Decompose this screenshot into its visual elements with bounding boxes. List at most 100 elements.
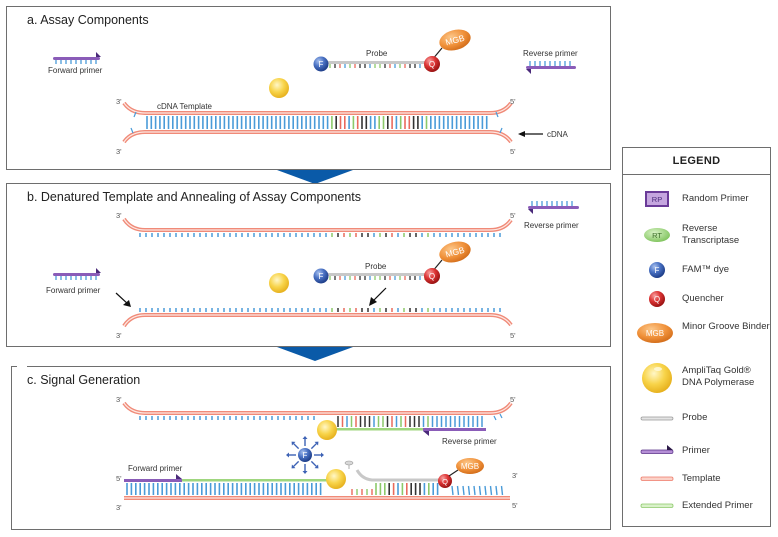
fluorescence-rays <box>286 436 324 474</box>
reverse-primer: Reverse primer <box>524 201 579 230</box>
quencher-icon <box>424 56 440 72</box>
polymerase-icon <box>317 420 337 440</box>
panel-b-diagram: 3' 5' Reverse primer Forward primer Prob… <box>46 201 579 340</box>
mgb-label: MGB <box>444 245 466 260</box>
base-tick <box>489 485 493 496</box>
panel-signal-generation: c. Signal Generation <box>11 366 611 530</box>
base-tick <box>473 485 476 496</box>
template-bases <box>139 233 501 237</box>
probe: Probe MGB F Q <box>313 29 471 72</box>
legend-label: Template <box>682 473 721 484</box>
random-primer-icon: RP <box>645 191 669 207</box>
ray-arrowhead <box>302 436 308 439</box>
mgb-icon <box>439 241 471 263</box>
end-label-3prime: 3' <box>116 211 122 220</box>
template-top-strand: 3' 5' <box>116 395 516 427</box>
flow-arrow-a-to-b <box>277 170 353 184</box>
legend-title: LEGEND <box>623 148 770 175</box>
forward-primer: Forward primer <box>48 52 103 75</box>
template-icon <box>640 476 674 481</box>
probe-fragment <box>344 460 354 466</box>
template-top-single-strand: 3' 5' <box>116 211 516 237</box>
end-label-3prime: 3' <box>116 503 122 512</box>
panel-c-diagram: 3' 5' Reverse primer F Forward primer 5'… <box>116 395 518 512</box>
base-tick <box>499 127 503 134</box>
ray-arrowhead <box>314 441 319 446</box>
base-tick <box>484 485 487 496</box>
base-tick <box>462 485 465 496</box>
probe-pointer-line <box>371 287 387 303</box>
base-tick <box>310 443 317 450</box>
ray-arrowhead <box>291 464 296 469</box>
end-label-5prime-bottom: 5' <box>510 147 516 156</box>
end-label-3prime: 3' <box>116 395 122 404</box>
cdna-pointer: cDNA <box>518 130 569 139</box>
fam-dye-icon <box>313 268 329 284</box>
polymerase-icon <box>269 273 289 293</box>
end-label-5prime-right: 5' <box>512 501 518 510</box>
base-tick <box>495 111 499 118</box>
reverse-primer-strand <box>423 428 486 431</box>
base-tick <box>478 485 482 496</box>
end-label-5prime: 5' <box>116 474 122 483</box>
primer-bases <box>55 276 97 280</box>
legend-label: Probe <box>682 412 708 423</box>
fam-dye-icon <box>313 56 329 72</box>
probe-pointer-icon <box>369 297 377 306</box>
template-bottom-single-strand: 3' 5' <box>116 308 516 340</box>
arrow-head-icon <box>518 131 525 137</box>
base-tick <box>467 485 471 496</box>
template-bases <box>139 413 503 427</box>
mgb-label: MGB <box>461 462 479 471</box>
quencher-icon: Q <box>649 291 665 307</box>
ray-arrowhead <box>302 471 308 474</box>
end-label-5prime: 5' <box>510 211 516 220</box>
probe-strand <box>322 61 432 64</box>
primer-arrowhead <box>176 474 182 479</box>
primer-arrowhead <box>528 209 533 214</box>
bottom-double-strand: Forward primer 5' 3' 3' 5' <box>116 464 518 512</box>
badge-text: RP <box>652 195 662 204</box>
end-label-5prime: 5' <box>510 395 516 404</box>
mgb-icon <box>456 458 484 474</box>
forward-primer-pointer-icon <box>123 300 131 307</box>
quencher-icon <box>424 268 440 284</box>
badge-text: Q <box>654 295 660 304</box>
badge-text: MGB <box>646 329 664 338</box>
quencher-letter: Q <box>429 272 435 281</box>
legend-label: Reverse Transcriptase <box>682 223 740 246</box>
cdna-template-label: cDNA Template <box>157 102 213 111</box>
panel-b-title: b. Denatured Template and Annealing of A… <box>27 190 362 204</box>
ray-arrowhead <box>314 464 319 469</box>
extended-primer-strand <box>182 479 327 482</box>
ray-arrowhead <box>291 441 296 446</box>
legend-label: AmpliTaq Gold® DNA Polymerase <box>682 365 755 388</box>
legend-label: Random Primer <box>682 193 749 204</box>
reverse-transcriptase-icon: RT <box>644 228 670 242</box>
fam-dye-icon <box>298 448 312 462</box>
legend-label: Extended Primer <box>682 500 753 511</box>
legend: LEGEND RP Random Primer RT Reverse Trans… <box>622 147 771 527</box>
polymerase-icon <box>642 363 672 393</box>
mgb-icon <box>439 29 471 51</box>
probe-label: Probe <box>366 49 388 58</box>
primer-strand <box>526 66 576 69</box>
badge-text: F <box>655 266 660 275</box>
reverse-primer: Reverse primer <box>523 49 578 74</box>
legend-label: Minor Groove Binder <box>682 321 770 332</box>
quencher-icon <box>438 474 452 488</box>
fam-dye-icon: F <box>649 262 665 278</box>
forward-primer-label: Forward primer <box>48 66 103 75</box>
panel-denatured-annealing: b. Denatured Template and Annealing of A… <box>6 183 611 347</box>
base-tick <box>133 111 137 118</box>
primer-icon <box>640 445 674 454</box>
panel-a-diagram: Forward primer Reverse primer Probe MGB … <box>48 29 578 156</box>
badge-text: RT <box>652 231 662 240</box>
released-fam-signal: F <box>286 436 324 474</box>
primer-arrowhead <box>96 52 101 57</box>
fam-letter: F <box>319 272 324 281</box>
legend-label: Primer <box>682 445 710 456</box>
end-label-3prime-right: 3' <box>512 471 518 480</box>
primer-strand <box>53 57 100 60</box>
